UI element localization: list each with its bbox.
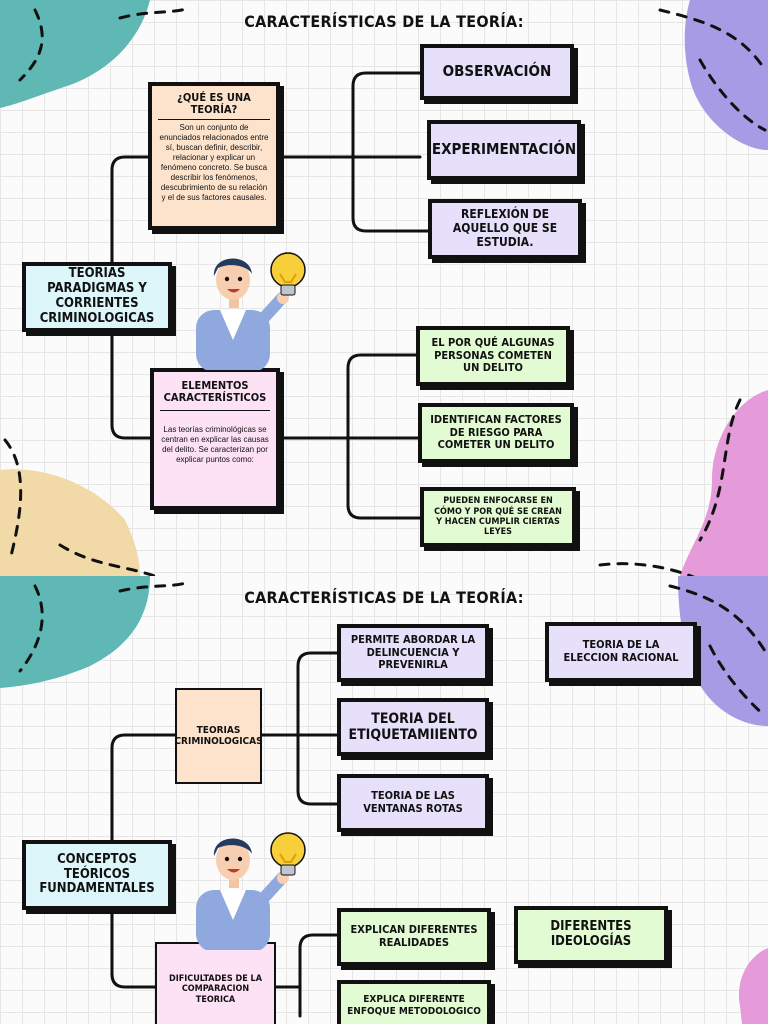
what-is-theory-text: Son un conjunto de enunciados relacionad… (159, 123, 269, 203)
feature-node-experimentation: EXPERIMENTACIÓN (427, 120, 581, 180)
theories-node: TEORIAS CRIMINOLOGICAS (174, 688, 263, 784)
theory-item-rational-choice: TEORIA DE LA ELECCION RACIONAL (545, 622, 697, 682)
theory-item-prevent: PERMITE ABORDAR LA DELINCUENCIA Y PREVEN… (337, 624, 489, 682)
panel-1-title: CARACTERÍSTICAS DE LA TEORÍA: (244, 12, 524, 31)
person-with-lightbulb-icon (196, 252, 306, 370)
point-node-risk: IDENTIFICAN FACTORES DE RIESGO PARA COME… (418, 403, 574, 463)
theory-item-broken-windows: TEORIA DE LAS VENTANAS ROTAS (337, 774, 489, 832)
elements-heading: ELEMENTOS CARACTERÍSTICOS (163, 379, 267, 405)
what-is-theory-heading: ¿QUÉ ES UNA TEORÍA? (177, 91, 251, 117)
elements-text: Las teorías criminológicas se centran en… (161, 425, 269, 465)
what-is-theory-node: ¿QUÉ ES UNA TEORÍA? Son un conjunto de e… (148, 82, 280, 230)
root-node: CONCEPTOS TEÓRICOS FUNDAMENTALES (22, 840, 172, 910)
divider (158, 119, 270, 121)
panel-2-title: CARACTERÍSTICAS DE LA TEORÍA: (244, 588, 524, 607)
point-node-why: EL POR QUÉ ALGUNAS PERSONAS COMETEN UN D… (416, 326, 570, 386)
person-with-lightbulb-icon (196, 832, 306, 950)
theory-item-labeling: TEORIA DEL ETIQUETAMIIENTO (337, 698, 489, 756)
difficulty-item-realities: EXPLICAN DIFERENTES REALIDADES (337, 908, 491, 966)
divider (160, 410, 270, 412)
feature-node-observation: OBSERVACIÓN (420, 44, 574, 100)
decorative-blobs (0, 576, 768, 1024)
ideologies-node: DIFERENTES IDEOLOGÍAS (514, 906, 668, 964)
root-node: TEORIAS PARADIGMAS Y CORRIENTES CRIMINOL… (22, 262, 172, 332)
point-node-laws: PUEDEN ENFOCARSE EN CÓMO Y POR QUÉ SE CR… (420, 487, 576, 547)
decorative-blobs (0, 0, 768, 576)
mind-map-panel-1: CARACTERÍSTICAS DE LA TEORÍA: TEORIAS PA… (0, 0, 768, 576)
difficulties-node: DIFICULTADES DE LA COMPARACION TEORICA (155, 942, 276, 1024)
elements-node: ELEMENTOS CARACTERÍSTICOS Las teorías cr… (150, 368, 280, 510)
feature-node-reflection: REFLEXIÓN DE AQUELLO QUE SE ESTUDIA. (428, 199, 582, 259)
difficulty-item-method: EXPLICA DIFERENTE ENFOQUE METODOLOGICO (337, 980, 491, 1024)
mind-map-panel-2: CARACTERÍSTICAS DE LA TEORÍA: CONCEPTOS … (0, 576, 768, 1024)
